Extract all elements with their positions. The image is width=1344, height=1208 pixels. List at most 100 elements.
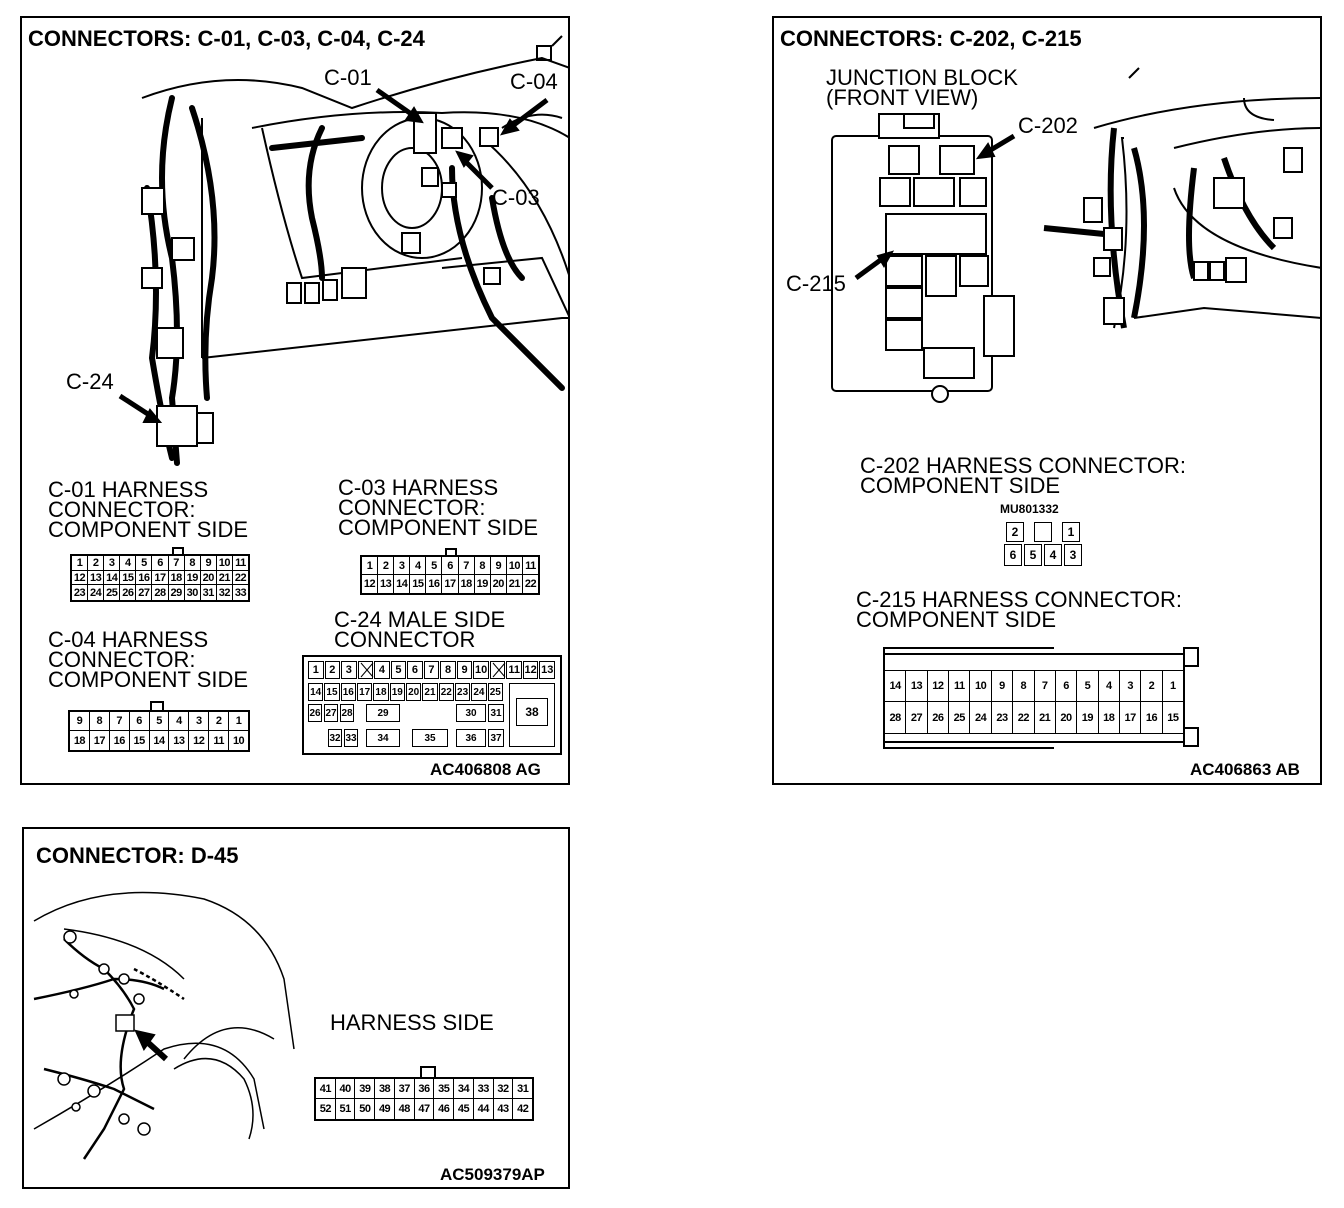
pin-cell: 18 [373, 683, 389, 701]
pin-cell: 5 [390, 661, 407, 679]
pin-cell: 4 [1044, 544, 1062, 566]
figure-code: AC406808 AG [430, 760, 541, 779]
pin-cell: 2 [1006, 522, 1024, 542]
pin-cell: 9 [991, 671, 1014, 702]
pin-cell: 17 [152, 570, 169, 586]
pin-cell: 1 [72, 556, 89, 571]
c202-part-number: MU801332 [1000, 502, 1059, 516]
pin-cell: 16 [110, 731, 130, 750]
pin-cell: 21 [422, 683, 438, 701]
pin-cell: 6 [1004, 544, 1022, 566]
pin-cell: 8 [440, 661, 456, 679]
pin-cell: 13 [378, 575, 395, 593]
vehicle-rear-illustration [33, 891, 295, 1160]
pin-cell: 17 [356, 683, 373, 701]
pin-cell: 51 [336, 1099, 356, 1119]
pin-cell: 50 [355, 1099, 376, 1119]
pin-cell: 16 [426, 575, 443, 593]
pin-cell: 9 [70, 712, 90, 731]
pin-cell: 18 [1099, 702, 1120, 733]
pin-cell: 33 [344, 729, 358, 747]
c202-label: C-202 HARNESS CONNECTOR:COMPONENT SIDE [860, 453, 1186, 498]
pin-cell: 42 [517, 1103, 529, 1115]
pin-cell: 3 [394, 557, 411, 575]
pin-cell: 8 [89, 712, 110, 731]
pin-cell: 11 [209, 731, 230, 750]
pin-cell: 37 [488, 729, 504, 747]
pin-cell: 6 [407, 661, 423, 679]
pin-cell: 1 [362, 557, 379, 575]
pin-cell: 39 [355, 1079, 376, 1099]
pin-cell: 32 [493, 1079, 514, 1099]
pin-cell: 3 [341, 661, 357, 679]
pin-cell: 28 [340, 704, 354, 722]
pin-cell: 5 [1024, 544, 1042, 566]
pin-cell: 9 [490, 557, 507, 575]
pin-cell: 6 [1055, 671, 1078, 702]
pin-cell: 4 [120, 556, 137, 571]
pin-cell: 17 [442, 575, 459, 593]
blank-cavity [1034, 522, 1052, 542]
pin-cell: 18 [459, 575, 475, 593]
blank-cavity [357, 661, 374, 679]
pin-cell: 6 [442, 557, 459, 575]
pin-cell: 2 [324, 661, 341, 679]
pin-cell: 10 [970, 671, 992, 702]
pin-cell: 25 [949, 702, 971, 733]
pin-cell: 13 [169, 731, 190, 750]
pin-cell: 2 [378, 557, 395, 575]
pin-cell: 3 [1064, 544, 1082, 566]
pin-cell: 7 [458, 557, 475, 575]
pin-cell: 37 [394, 1079, 415, 1099]
pin-cell: 20 [1056, 702, 1078, 733]
c24-pin-38-housing: 38 [509, 683, 555, 747]
pin-cell: 10 [216, 556, 233, 571]
pin-cell: 35 [434, 1079, 455, 1099]
pin-cell: 15 [410, 575, 427, 593]
pin-cell: 43 [494, 1099, 514, 1119]
pin-cell: 23 [454, 683, 471, 701]
pin-cell: 12 [362, 575, 379, 593]
pin-cell: 15 [120, 570, 137, 586]
pin-cell: 27 [136, 585, 153, 601]
pin-cell: 36 [456, 729, 486, 747]
pin-cell: 22 [438, 683, 454, 701]
figure-code: AC406863 AB [1190, 760, 1300, 779]
pin-cell: 12 [189, 731, 210, 750]
panel-c202-c215: CONNECTORS: C-202, C-215 JUNCTION BLOCK(… [772, 16, 1322, 785]
callout-c202: C-202 [1018, 113, 1078, 138]
pin-cell: 22 [1013, 702, 1035, 733]
pin-cell: 10 [506, 557, 523, 575]
pin-cell: 4 [169, 712, 190, 731]
callout-c215: C-215 [786, 271, 846, 296]
blank-cavity [489, 661, 506, 679]
c03-key [445, 548, 457, 556]
pin-cell: 12 [522, 661, 539, 679]
pin-cell: 20 [405, 683, 422, 701]
pin-cell: 19 [1077, 702, 1099, 733]
pin-cell: 9 [456, 661, 473, 679]
pin-cell: 26 [308, 704, 322, 722]
pin-cell: 49 [375, 1099, 395, 1119]
pin-cell: 31 [488, 704, 504, 722]
pin-cell: 13 [539, 661, 555, 679]
pin-cell: 5 [136, 556, 153, 571]
pin-cell: 24 [88, 585, 105, 601]
pin-cell: 8 [474, 557, 491, 575]
pin-cell: 5 [1077, 671, 1099, 702]
panel-title: CONNECTORS: C-202, C-215 [780, 26, 1082, 51]
pin-cell: 16 [1141, 702, 1163, 733]
